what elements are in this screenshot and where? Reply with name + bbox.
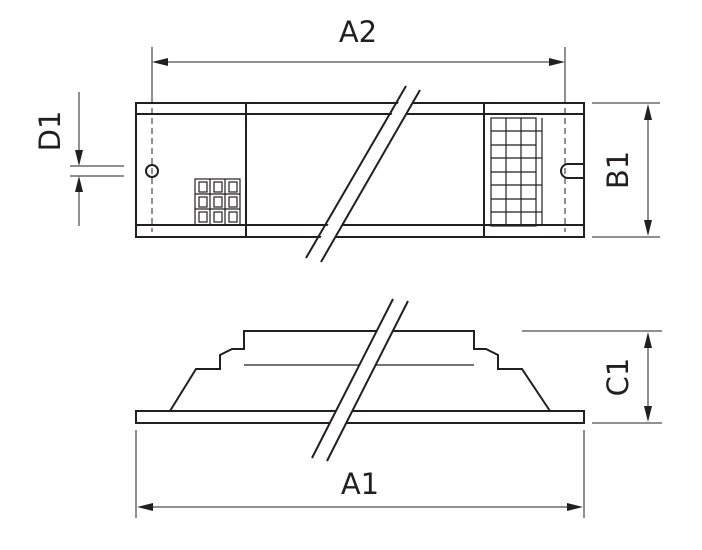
base-plate [135, 410, 585, 424]
c1-arrow-top [644, 332, 652, 348]
side-break-line-a [311, 298, 394, 459]
dimension-label-d1: D1 [33, 111, 67, 152]
left-terminal-block [194, 178, 241, 226]
housing-profile [169, 330, 551, 412]
b1-arrow-bottom [644, 220, 652, 236]
a2-arrow-left [152, 58, 168, 66]
dimension-b1: B1 [592, 102, 660, 238]
d1-arrow-top [75, 150, 83, 166]
side-break-line-b [326, 300, 409, 462]
top-view [135, 85, 585, 263]
mounting-slot [560, 163, 584, 179]
top-break-line-a [305, 85, 407, 259]
dimension-label-b1: B1 [601, 151, 635, 189]
dimension-a1: A1 [135, 430, 585, 518]
dimension-label-a1: A1 [341, 467, 379, 501]
c1-arrow-bottom [644, 406, 652, 422]
dimension-label-a2: A2 [339, 15, 377, 49]
dimension-label-c1: C1 [601, 358, 635, 397]
dimension-d1: D1 [33, 92, 124, 226]
mounting-hole [145, 164, 159, 178]
top-view-outline [135, 102, 585, 238]
dimension-a2: A2 [151, 15, 566, 104]
a2-arrow-right [549, 58, 565, 66]
right-terminal-block [490, 117, 543, 227]
top-break-line-b [320, 89, 421, 263]
d1-arrow-bottom [75, 176, 83, 192]
a1-arrow-right [567, 503, 583, 511]
dimension-c1: C1 [522, 330, 662, 424]
b1-arrow-top [644, 104, 652, 120]
side-view [135, 298, 585, 462]
a1-arrow-left [137, 503, 153, 511]
